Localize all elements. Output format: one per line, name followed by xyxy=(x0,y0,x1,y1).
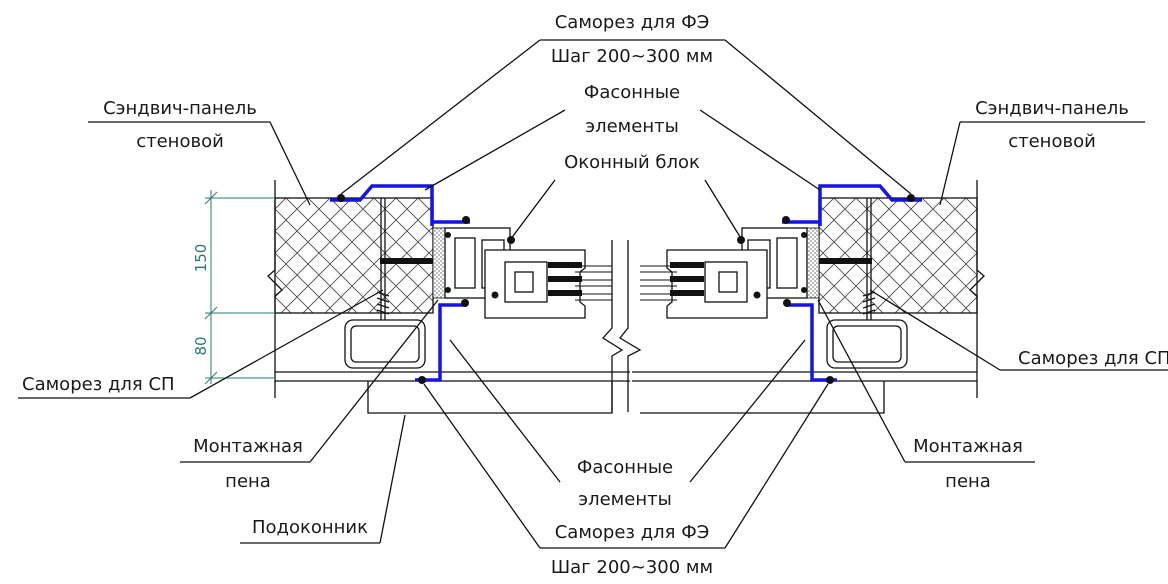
label-shaped-top-2: элементы xyxy=(585,116,679,137)
label-sandwich-left-2: стеновой xyxy=(136,131,224,152)
dimension-lines: 150 80 xyxy=(192,190,275,385)
label-step-bottom: Шаг 200~300 мм xyxy=(551,557,713,578)
label-screw-sp-right: Саморез для СП xyxy=(1018,348,1168,369)
label-foam-left-1: Монтажная xyxy=(193,436,303,457)
leader-lines xyxy=(18,39,1168,549)
label-foam-left-2: пена xyxy=(225,471,271,492)
label-screw-fe-bottom: Саморез для ФЭ xyxy=(555,522,710,543)
label-sandwich-right-1: Сэндвич-панель xyxy=(975,98,1129,119)
label-window-block: Оконный блок xyxy=(564,152,700,173)
window-sill-right xyxy=(640,381,885,414)
mounting-foam-left xyxy=(432,227,446,299)
steel-beam-right xyxy=(826,319,908,369)
dimension-150: 150 xyxy=(192,244,210,273)
labels: Саморез для ФЭ Шаг 200~300 мм Сэндвич-па… xyxy=(22,12,1168,578)
label-shaped-bottom-1: Фасонные xyxy=(577,457,673,478)
window-sill xyxy=(367,381,613,414)
label-sandwich-right-2: стеновой xyxy=(1008,131,1096,152)
label-foam-right-1: Монтажная xyxy=(913,436,1023,457)
dimension-80: 80 xyxy=(192,336,210,355)
window-frame-right xyxy=(666,227,808,319)
glazing-left xyxy=(575,265,612,301)
label-screw-fe-top: Саморез для ФЭ xyxy=(555,12,710,33)
label-step-top: Шаг 200~300 мм xyxy=(551,46,713,67)
center-break xyxy=(602,240,642,412)
label-screw-sp-left: Саморез для СП xyxy=(22,374,175,395)
window-frame-left xyxy=(444,227,586,319)
label-shaped-top-1: Фасонные xyxy=(584,82,680,103)
glazing-right xyxy=(640,265,677,301)
sandwich-panel-right xyxy=(632,180,985,398)
mounting-foam-right xyxy=(806,227,820,299)
label-sandwich-left-1: Сэндвич-панель xyxy=(103,98,257,119)
label-sill: Подоконник xyxy=(252,517,368,538)
shaped-elements-right xyxy=(782,184,922,384)
steel-beam-left xyxy=(344,319,426,369)
label-shaped-bottom-2: элементы xyxy=(578,489,672,510)
label-foam-right-2: пена xyxy=(945,471,991,492)
shaped-elements-left xyxy=(330,184,470,384)
